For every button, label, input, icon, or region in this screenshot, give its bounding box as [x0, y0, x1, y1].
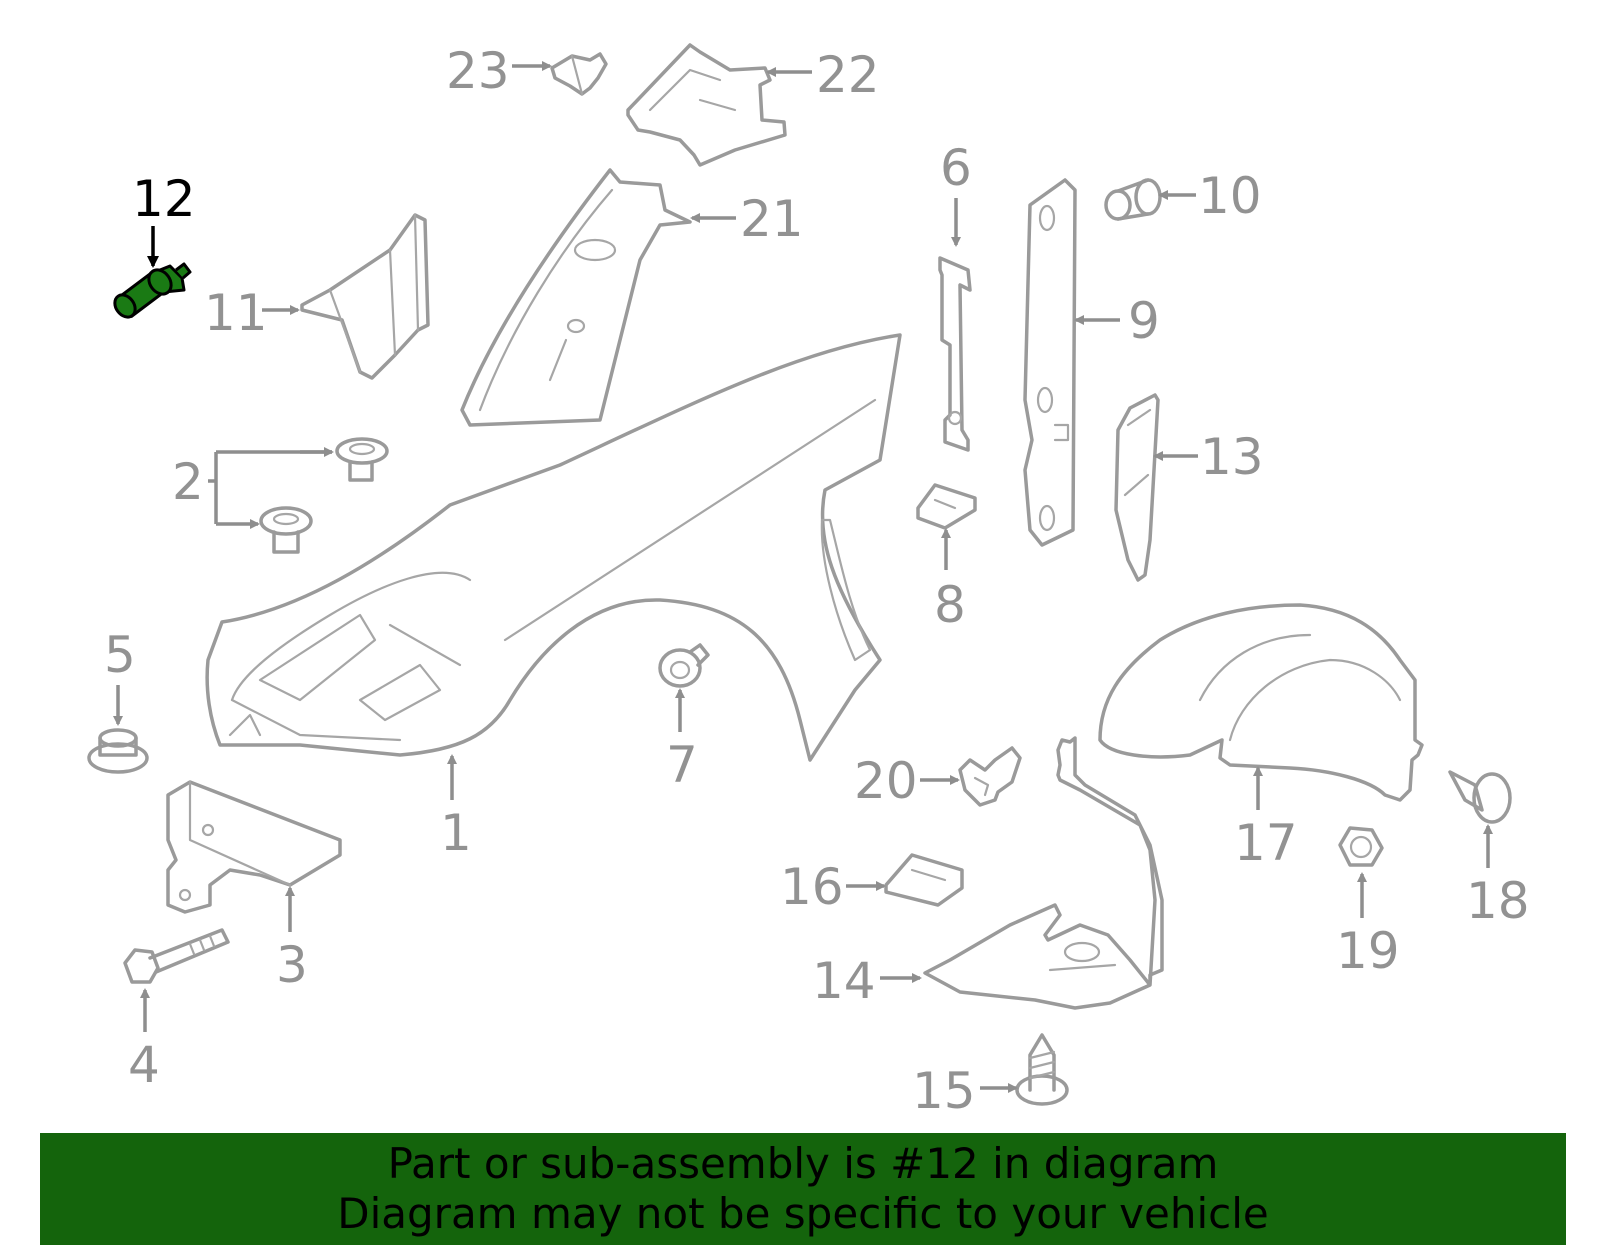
part-13-trim [1114, 393, 1160, 582]
callout-22: 22 [816, 46, 880, 104]
part-8-clip-nut [916, 483, 977, 530]
callout-19: 19 [1336, 922, 1400, 980]
part-3-bracket [166, 780, 342, 914]
callout-2: 2 [172, 453, 204, 511]
callout-17: 17 [1234, 814, 1298, 872]
callout-7: 7 [666, 736, 698, 794]
part-11-duct [300, 213, 430, 380]
callout-18: 18 [1466, 872, 1530, 930]
part-6-strip [938, 256, 972, 452]
callout-11: 11 [204, 284, 268, 342]
part-17-rear-liner [1098, 603, 1424, 802]
part-16-clip-nut [884, 853, 964, 907]
callout-23: 23 [446, 42, 510, 100]
callout-6: 6 [940, 139, 972, 197]
part-18-push-rivet [1448, 770, 1512, 824]
part-21-pillar-panel [460, 168, 692, 427]
banner-line-1: Part or sub-assembly is #12 in diagram [387, 1139, 1219, 1188]
callout-13: 13 [1200, 428, 1264, 486]
callout-9: 9 [1128, 292, 1160, 350]
part-23-clip [550, 52, 608, 96]
part-1-fender [205, 333, 902, 762]
callout-12[interactable]: 12 [132, 170, 196, 228]
info-banner: Part or sub-assembly is #12 in diagram D… [40, 1133, 1566, 1245]
part-2-grommets [259, 437, 389, 554]
part-10-plug [1104, 178, 1162, 221]
part-4-bolt [123, 928, 230, 984]
part-5-nut [87, 728, 149, 774]
callout-10: 10 [1198, 167, 1262, 225]
callout-20: 20 [854, 752, 918, 810]
callout-5: 5 [104, 626, 136, 684]
part-12-fastener-highlighted[interactable] [111, 262, 192, 321]
callout-1: 1 [440, 804, 472, 862]
part-19-nut [1338, 826, 1384, 867]
part-9-long-bracket [1023, 178, 1077, 547]
part-20-clip [958, 746, 1022, 807]
callout-8: 8 [934, 576, 966, 634]
callout-21: 21 [740, 190, 804, 248]
banner-line-2: Diagram may not be specific to your vehi… [337, 1189, 1269, 1238]
part-22-cowl-panel [626, 43, 787, 167]
part-7-clip [658, 643, 710, 688]
part-14-front-liner [923, 736, 1164, 1010]
arrow-2 [208, 450, 332, 524]
callout-4: 4 [128, 1036, 160, 1094]
callout-16: 16 [780, 858, 844, 916]
part-15-screw [1015, 1033, 1069, 1106]
callout-14: 14 [812, 952, 876, 1010]
callout-15: 15 [912, 1062, 976, 1120]
callout-3: 3 [276, 936, 308, 994]
